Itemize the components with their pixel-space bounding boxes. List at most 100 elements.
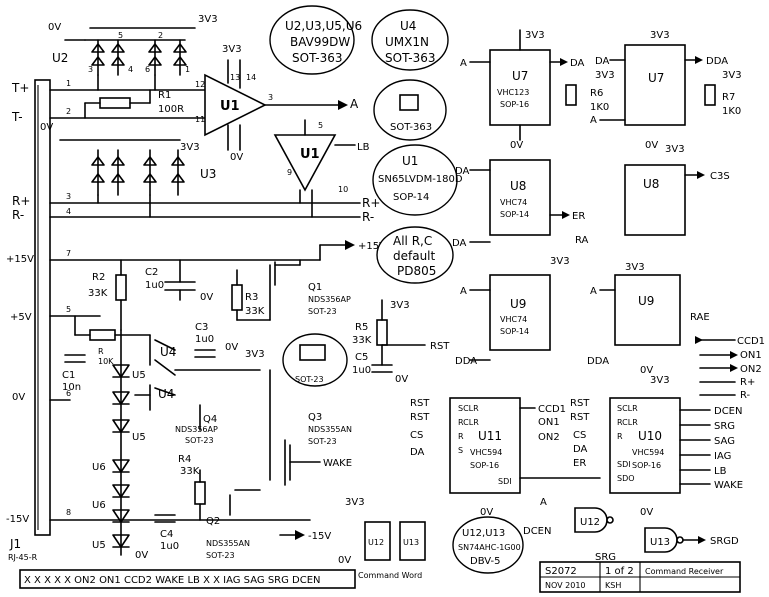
svg-text:5: 5	[118, 31, 123, 40]
signal-tminus: T-	[11, 110, 23, 124]
svg-text:SRG: SRG	[714, 421, 735, 432]
svg-text:KSH: KSH	[605, 581, 621, 590]
svg-text:SCLR: SCLR	[458, 404, 479, 413]
svg-text:RAE: RAE	[690, 312, 710, 323]
svg-text:SAG: SAG	[714, 436, 735, 447]
svg-text:33K: 33K	[180, 466, 200, 477]
svg-text:U2,U3,U5,U6: U2,U3,U5,U6	[285, 19, 362, 33]
svg-text:DCEN: DCEN	[523, 526, 551, 537]
svg-text:NDS355AN: NDS355AN	[308, 425, 352, 434]
svg-text:U8: U8	[510, 179, 526, 193]
svg-text:0V: 0V	[225, 342, 238, 353]
svg-text:ON1: ON1	[538, 417, 560, 428]
svg-text:Command Receiver: Command Receiver	[645, 567, 724, 576]
svg-text:U1: U1	[220, 99, 240, 114]
svg-text:RST: RST	[410, 412, 430, 423]
svg-text:33K: 33K	[88, 288, 108, 299]
command-word-cell: IAG	[223, 575, 244, 586]
svg-text:SOT-23: SOT-23	[295, 375, 324, 384]
svg-text:SN74AHC-1G00: SN74AHC-1G00	[458, 543, 521, 552]
svg-text:U6: U6	[92, 500, 106, 511]
power-u12-u13: 3V3 U12 U13 0V	[338, 497, 426, 566]
svg-text:C5: C5	[355, 352, 368, 363]
svg-text:R4: R4	[178, 454, 191, 465]
svg-text:C4: C4	[160, 529, 173, 540]
svg-text:R: R	[98, 347, 104, 356]
svg-text:3V3: 3V3	[722, 70, 742, 81]
svg-text:10K: 10K	[98, 357, 114, 366]
transistor-q1: Q1 NDS356AP SOT-23	[269, 259, 351, 321]
svg-text:SOT-23: SOT-23	[206, 551, 235, 560]
connector-ref: J1	[9, 537, 21, 551]
svg-text:ON1: ON1	[740, 350, 762, 361]
svg-text:R+: R+	[740, 377, 755, 388]
resistor-r3: R3 33K	[231, 269, 271, 321]
u10-outputs: DCEN SRG SAG IAG LB WAKE	[679, 406, 743, 491]
svg-text:13: 13	[230, 73, 240, 82]
note-sot363: SOT-363	[373, 79, 447, 141]
svg-text:C3: C3	[195, 322, 208, 333]
svg-text:U8: U8	[643, 177, 659, 191]
svg-text:SOP-14: SOP-14	[500, 327, 529, 336]
svg-text:0V: 0V	[510, 140, 523, 151]
svg-text:9: 9	[287, 168, 292, 177]
chip-u10: SCLR RCLR R SDI SDO U10 VHC594 SOP-16 RS…	[570, 375, 681, 518]
svg-text:All R,C: All R,C	[393, 234, 432, 248]
signal-15v: +15V	[6, 254, 34, 265]
svg-text:S2072: S2072	[545, 566, 577, 577]
svg-text:ON2: ON2	[740, 364, 762, 375]
svg-text:5: 5	[318, 121, 323, 130]
svg-text:NOV 2010: NOV 2010	[545, 581, 586, 590]
svg-text:1u0: 1u0	[145, 280, 164, 291]
transistor-u4: U4 U4	[134, 334, 176, 411]
svg-text:A: A	[460, 58, 467, 69]
svg-text:14: 14	[246, 73, 256, 82]
svg-text:R-: R-	[362, 210, 374, 224]
svg-text:R3: R3	[245, 292, 258, 303]
connector-j1: T+ T- R+ R- +15V +5V 0V -15V 1 2 3 4 7 5…	[6, 79, 71, 562]
svg-text:0V: 0V	[640, 507, 653, 518]
note-u1: U1 SN65LVDM-180D SOP-14	[372, 144, 463, 216]
svg-text:1: 1	[66, 79, 71, 88]
svg-text:8: 8	[66, 508, 71, 517]
svg-text:+15V: +15V	[358, 241, 386, 252]
svg-text:U12,U13: U12,U13	[462, 528, 505, 539]
svg-text:WAKE: WAKE	[714, 480, 743, 491]
svg-text:3V3: 3V3	[390, 300, 410, 311]
svg-text:R-: R-	[740, 390, 751, 401]
note-u12: U12,U13 SN74AHC-1G00 DBV-5	[452, 516, 524, 574]
svg-text:3V3: 3V3	[345, 497, 365, 508]
svg-text:VHC74: VHC74	[500, 315, 527, 324]
chip-u8b: U8 C3S 3V3 RA	[575, 144, 730, 246]
chip-u8a: U8 VHC74 SOP-14 DA ER DA	[452, 159, 585, 249]
command-word-cell: ON1	[99, 575, 124, 586]
title-block: S2072 1 of 2 Command Receiver NOV 2010 K…	[539, 561, 741, 593]
svg-text:4: 4	[128, 65, 133, 74]
svg-text:CS: CS	[410, 430, 423, 441]
resistor-r7: 3V3 R7 1K0	[704, 70, 742, 117]
svg-text:U4: U4	[400, 19, 416, 33]
capacitor-c2: C2 1u0 0V	[145, 259, 213, 303]
wake-label: WAKE	[323, 458, 352, 469]
command-word-cell: X	[203, 575, 213, 586]
svg-text:10n: 10n	[62, 382, 81, 393]
svg-text:SOT-23: SOT-23	[308, 437, 337, 446]
svg-text:SOT-363: SOT-363	[292, 51, 343, 65]
svg-text:SOP-16: SOP-16	[470, 461, 499, 470]
svg-text:A: A	[540, 497, 547, 508]
svg-text:0V: 0V	[40, 122, 53, 133]
svg-text:SOP-14: SOP-14	[393, 192, 429, 203]
gate-u12: U12 A DCEN	[523, 497, 614, 537]
svg-text:3: 3	[268, 93, 273, 102]
svg-text:5: 5	[66, 305, 71, 314]
command-word-cell: ON2	[74, 575, 99, 586]
output-lb: LB	[357, 142, 370, 153]
svg-text:LB: LB	[714, 466, 727, 477]
svg-text:VHC74: VHC74	[500, 198, 527, 207]
gate-u13: U13 SRGD SRG	[595, 527, 739, 563]
svg-text:ER: ER	[572, 211, 585, 222]
svg-text:RCLR: RCLR	[458, 418, 479, 427]
signal-neg15v: -15V	[6, 514, 29, 525]
svg-text:0V: 0V	[230, 152, 243, 163]
